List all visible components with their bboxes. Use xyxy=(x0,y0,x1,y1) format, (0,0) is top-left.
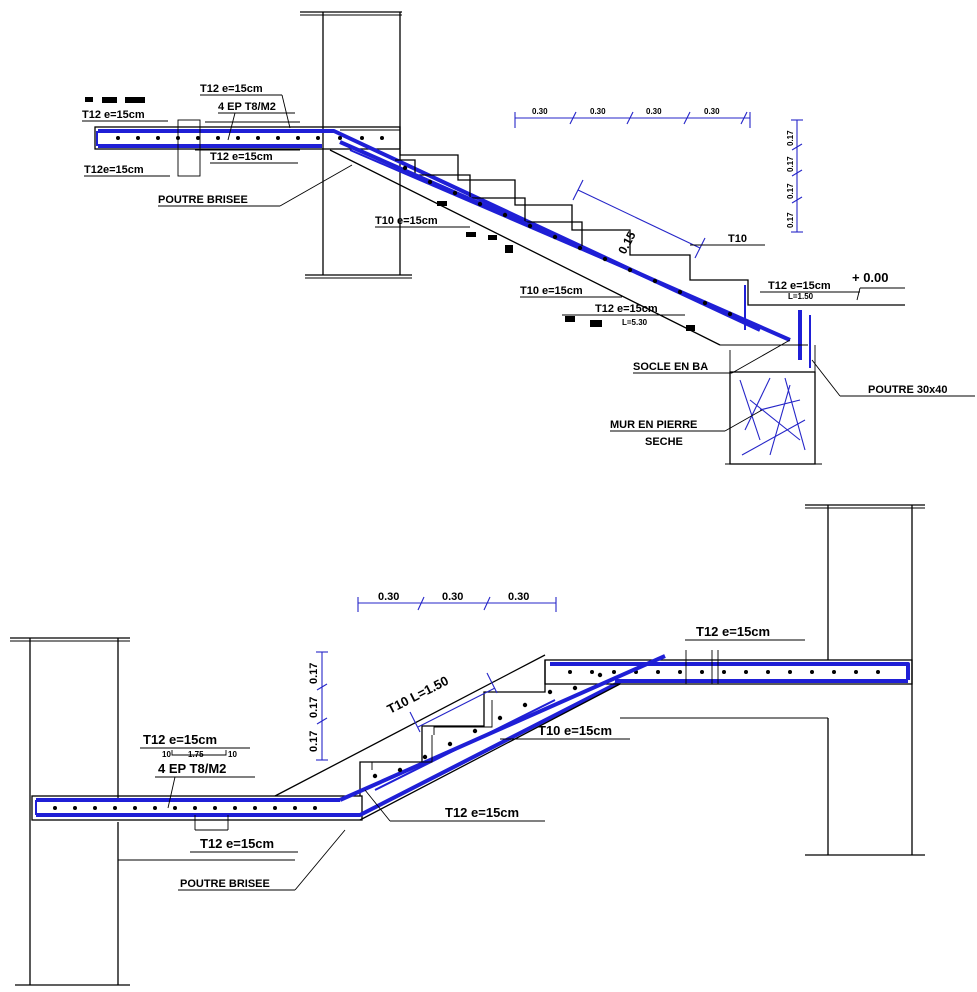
bottom-label-t12-left: T12 e=15cm xyxy=(143,732,217,747)
top-stair-flight xyxy=(329,129,905,368)
bottom-step-dim-2: 0.30 xyxy=(442,591,463,603)
top-step-dim-2: 0.30 xyxy=(590,107,606,116)
bottom-lower-dots xyxy=(53,806,317,810)
bottom-riser-dim-3: 0.17 xyxy=(308,731,320,752)
bottom-upper-landing xyxy=(544,650,913,719)
bottom-left-column xyxy=(10,637,130,986)
top-stair-section: 0.30 0.30 0.30 0.30 0.17 0.17 0.17 0.17 … xyxy=(82,11,975,465)
top-label-elevation: + 0.00 xyxy=(852,270,889,285)
bottom-label-t12-right: T12 e=15cm xyxy=(696,624,770,639)
bottom-riser-dimension-chain: 0.17 0.17 0.17 xyxy=(308,651,328,761)
bottom-step-dim-1: 0.30 xyxy=(378,591,399,603)
top-label-mur-1: MUR EN PIERRE xyxy=(610,419,697,431)
bottom-stair-section: 0.30 0.30 0.30 0.17 0.17 0.17 T10 L=1.50… xyxy=(10,504,925,986)
top-step-dim-3: 0.30 xyxy=(646,107,662,116)
top-label-t12-left: T12 e=15cm xyxy=(82,109,145,121)
top-riser-dimension-chain: 0.17 0.17 0.17 0.17 xyxy=(786,119,803,233)
top-step-dimension-chain: 0.30 0.30 0.30 0.30 xyxy=(514,107,751,128)
bottom-label-ep: 4 EP T8/M2 xyxy=(158,761,226,776)
top-riser-dim-2: 0.17 xyxy=(786,156,795,172)
top-label-t10-a: T10 e=15cm xyxy=(375,215,438,227)
bottom-step-dim-3: 0.30 xyxy=(508,591,529,603)
top-flight-dots xyxy=(402,165,733,317)
top-label-t12-right: T12 e=15cm xyxy=(768,280,831,292)
top-label-poutre: POUTRE 30x40 xyxy=(868,384,947,396)
bottom-label-t10-l: T10 L=1.50 xyxy=(385,673,451,717)
bottom-riser-dim-2: 0.17 xyxy=(308,697,320,718)
top-thickness-label: 0.15 xyxy=(615,229,638,256)
bottom-label-t12-bottom: T12 e=15cm xyxy=(200,836,274,851)
top-step-dim-1: 0.30 xyxy=(532,107,548,116)
bottom-label-t10-e: T10 e=15cm xyxy=(538,723,612,738)
top-label-l530: L=5.30 xyxy=(622,318,648,327)
top-bar-markers xyxy=(85,97,695,331)
top-label-t12-slab: T12 e=15cm xyxy=(210,151,273,163)
bottom-small-c: 10 xyxy=(228,750,237,759)
bottom-stair-flight xyxy=(274,654,666,821)
top-label-l150: L=1.50 xyxy=(788,292,814,301)
top-riser-dim-4: 0.17 xyxy=(786,212,795,228)
bottom-t10-dim: T10 L=1.50 xyxy=(385,672,498,733)
top-label-socle: SOCLE EN BA xyxy=(633,361,708,373)
top-label-t12-low: T12e=15cm xyxy=(84,164,144,176)
bottom-small-b: 1.75 xyxy=(188,750,204,759)
top-step-dim-4: 0.30 xyxy=(704,107,720,116)
top-label-t12-mid: T12 e=15cm xyxy=(200,83,263,95)
top-riser-dim-3: 0.17 xyxy=(786,183,795,199)
bottom-flight-dots xyxy=(372,672,603,779)
bottom-riser-dim-1: 0.17 xyxy=(308,663,320,684)
top-label-poutre-brisee: POUTRE BRISEE xyxy=(158,194,248,206)
bottom-label-t12-slope: T12 e=15cm xyxy=(445,805,519,820)
top-riser-dim-1: 0.17 xyxy=(786,130,795,146)
bottom-upper-dots xyxy=(568,670,880,674)
top-wall xyxy=(300,11,412,279)
bottom-step-dimension-chain: 0.30 0.30 0.30 xyxy=(357,591,557,612)
top-thickness-dim: 0.15 xyxy=(572,179,706,259)
top-label-t10-c: T10 e=15cm xyxy=(520,285,583,297)
top-label-mur-2: SECHE xyxy=(645,436,683,448)
top-label-t12-slab2: T12 e=15cm xyxy=(595,303,658,315)
top-label-t10-b: T10 xyxy=(728,233,747,245)
bottom-label-poutre-brisee: POUTRE BRISEE xyxy=(180,878,270,890)
top-slab-dots xyxy=(116,136,384,140)
top-foundation xyxy=(725,345,822,465)
bottom-lower-landing xyxy=(31,680,621,861)
bottom-small-a: 10 xyxy=(162,750,171,759)
top-label-ep: 4 EP T8/M2 xyxy=(218,101,276,113)
